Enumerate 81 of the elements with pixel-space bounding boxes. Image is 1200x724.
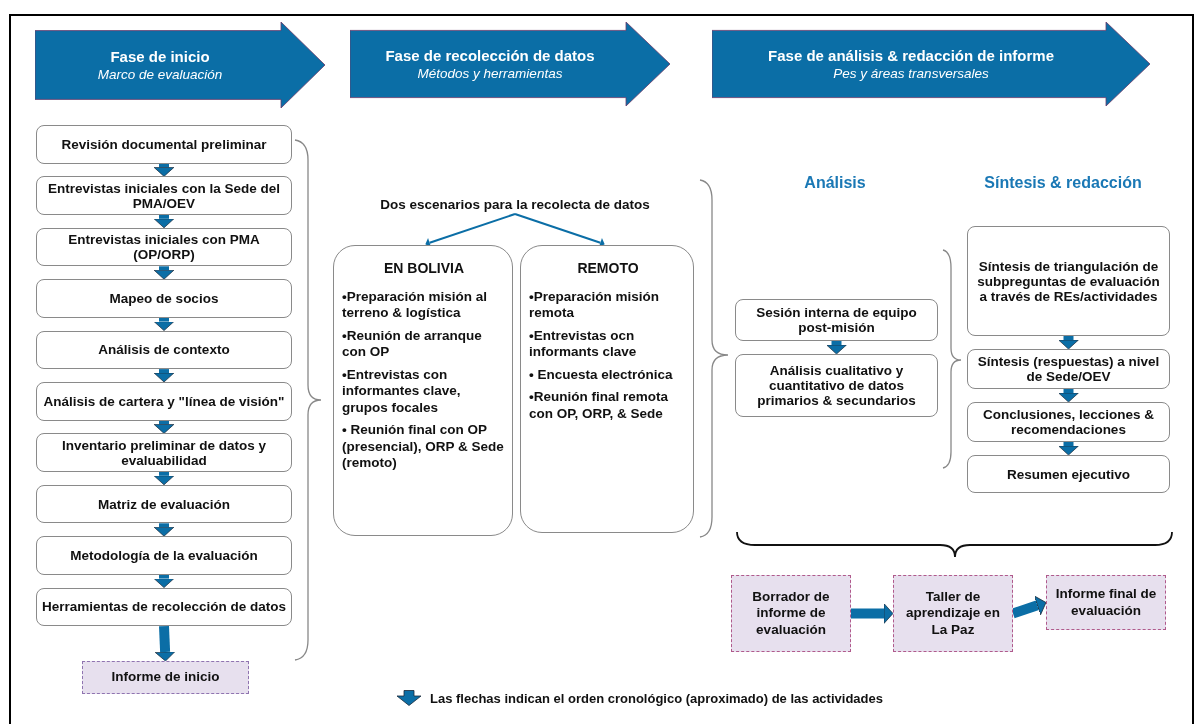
box-label: Metodología de la evaluación bbox=[70, 547, 258, 563]
box-label: Entrevistas iniciales con PMA (OP/ORP) bbox=[67, 232, 261, 263]
bullet-item: •Reunión final remota con OP, ORP, & Sede bbox=[529, 389, 669, 422]
block-arrow bbox=[1011, 595, 1047, 619]
block-arrow bbox=[153, 266, 175, 280]
box-label: Borrador de informe de evaluación bbox=[751, 588, 831, 639]
report-box bbox=[82, 661, 249, 694]
process-box bbox=[36, 176, 292, 215]
process-box bbox=[36, 125, 292, 164]
scenario-title: REMOTO bbox=[576, 260, 640, 277]
box-label: Síntesis de triangulación de subpreguntas de evaluación a través de REs/actividades bbox=[976, 258, 1161, 304]
phase-banner bbox=[712, 22, 1150, 106]
block-arrow bbox=[153, 214, 175, 229]
section-heading: Análisis bbox=[804, 174, 866, 192]
phase-subtitle: Marco de evaluación bbox=[97, 66, 223, 83]
block-arrow bbox=[153, 369, 175, 383]
box-label: Resumen ejecutivo bbox=[1006, 466, 1130, 482]
process-box bbox=[36, 587, 292, 627]
box-label: Sesión interna de equipo post-misión bbox=[755, 305, 918, 335]
process-box bbox=[36, 279, 292, 318]
block-arrow bbox=[153, 574, 175, 588]
box-label: Análisis de cartera y "línea de visión" bbox=[43, 393, 285, 409]
block-arrow bbox=[1058, 336, 1079, 350]
report-box bbox=[1046, 575, 1166, 630]
bullet-item: •Preparación misión remota bbox=[529, 288, 661, 322]
phase-subtitle: Pes y áreas transversales bbox=[833, 65, 989, 82]
box-label: Análisis de contexto bbox=[98, 342, 230, 358]
scenario-box bbox=[333, 245, 513, 536]
block-arrow bbox=[153, 317, 175, 331]
bullet-item: •Entrevistas con informantes clave, grupos focales bbox=[342, 366, 462, 416]
block-arrow bbox=[851, 603, 894, 624]
bullet-item: • Reunión final con OP (presencial), ORP & Sede (remoto) bbox=[342, 422, 505, 472]
box-label: Revisión documental preliminar bbox=[61, 136, 267, 152]
block-arrow bbox=[153, 523, 175, 537]
box-label: Síntesis (respuestas) a nivel de Sede/OEV bbox=[976, 354, 1161, 384]
process-box bbox=[967, 349, 1170, 389]
process-box bbox=[36, 330, 292, 370]
scenario-title: EN BOLIVIA bbox=[382, 260, 466, 277]
box-label: Matriz de evaluación bbox=[97, 496, 230, 512]
process-box bbox=[967, 402, 1170, 442]
phase-title: Fase de análisis & redacción de informe bbox=[768, 46, 1054, 65]
block-arrow bbox=[154, 625, 176, 662]
box-label: Inventario preliminar de datos y evaluabilidad bbox=[60, 437, 268, 468]
phase-title: Fase de inicio bbox=[110, 47, 210, 66]
phase-banner bbox=[35, 22, 325, 108]
box-label: Taller de aprendizaje en La Paz bbox=[905, 588, 1001, 639]
report-box bbox=[893, 575, 1013, 652]
process-box bbox=[36, 536, 292, 575]
process-box bbox=[36, 433, 292, 472]
process-box bbox=[36, 382, 292, 421]
process-box bbox=[967, 226, 1170, 336]
report-box bbox=[731, 575, 851, 652]
bullet-item: •Reunión de arranque con OP bbox=[342, 327, 483, 361]
scenario-box bbox=[520, 245, 694, 533]
scenario-heading: Dos escenarios para la recolecta de datos bbox=[380, 196, 650, 212]
process-box bbox=[735, 299, 938, 341]
box-label: Informe final de evaluación bbox=[1054, 586, 1158, 619]
block-arrow bbox=[153, 420, 175, 434]
process-box bbox=[967, 455, 1170, 493]
box-label: Mapeo de socios bbox=[109, 290, 219, 306]
bullet-item: • Encuesta electrónica bbox=[529, 366, 674, 383]
process-box bbox=[735, 354, 938, 417]
bullet-item: •Preparación misión al terreno & logística bbox=[342, 288, 489, 322]
box-label: Herramientas de recolección de datos bbox=[42, 599, 286, 615]
phase-banner bbox=[350, 22, 670, 106]
block-arrow bbox=[826, 341, 847, 355]
block-arrow bbox=[153, 163, 175, 177]
block-arrow bbox=[153, 471, 175, 486]
block-arrow bbox=[1058, 389, 1079, 403]
phase-title: Fase de recolección de datos bbox=[385, 46, 595, 65]
process-box bbox=[36, 484, 292, 524]
process-box bbox=[36, 227, 292, 267]
block-arrow bbox=[1058, 442, 1079, 456]
section-heading: Síntesis & redacción bbox=[984, 174, 1142, 192]
phase-subtitle: Métodos y herramientas bbox=[417, 65, 563, 82]
box-label: Análisis cualitativo y cuantitativo de datos primarios & secundarios bbox=[756, 363, 917, 408]
bullet-item: •Entrevistas ocn informants clave bbox=[529, 327, 638, 361]
box-label: Conclusiones, lecciones & recomendaciones bbox=[981, 407, 1156, 437]
box-label: Informe de inicio bbox=[111, 669, 220, 686]
legend-text: Las flechas indican el orden cronológico (aproximado) de las actividades bbox=[430, 690, 883, 706]
box-label: Entrevistas iniciales con la Sede del PMA/OEV bbox=[47, 180, 281, 211]
